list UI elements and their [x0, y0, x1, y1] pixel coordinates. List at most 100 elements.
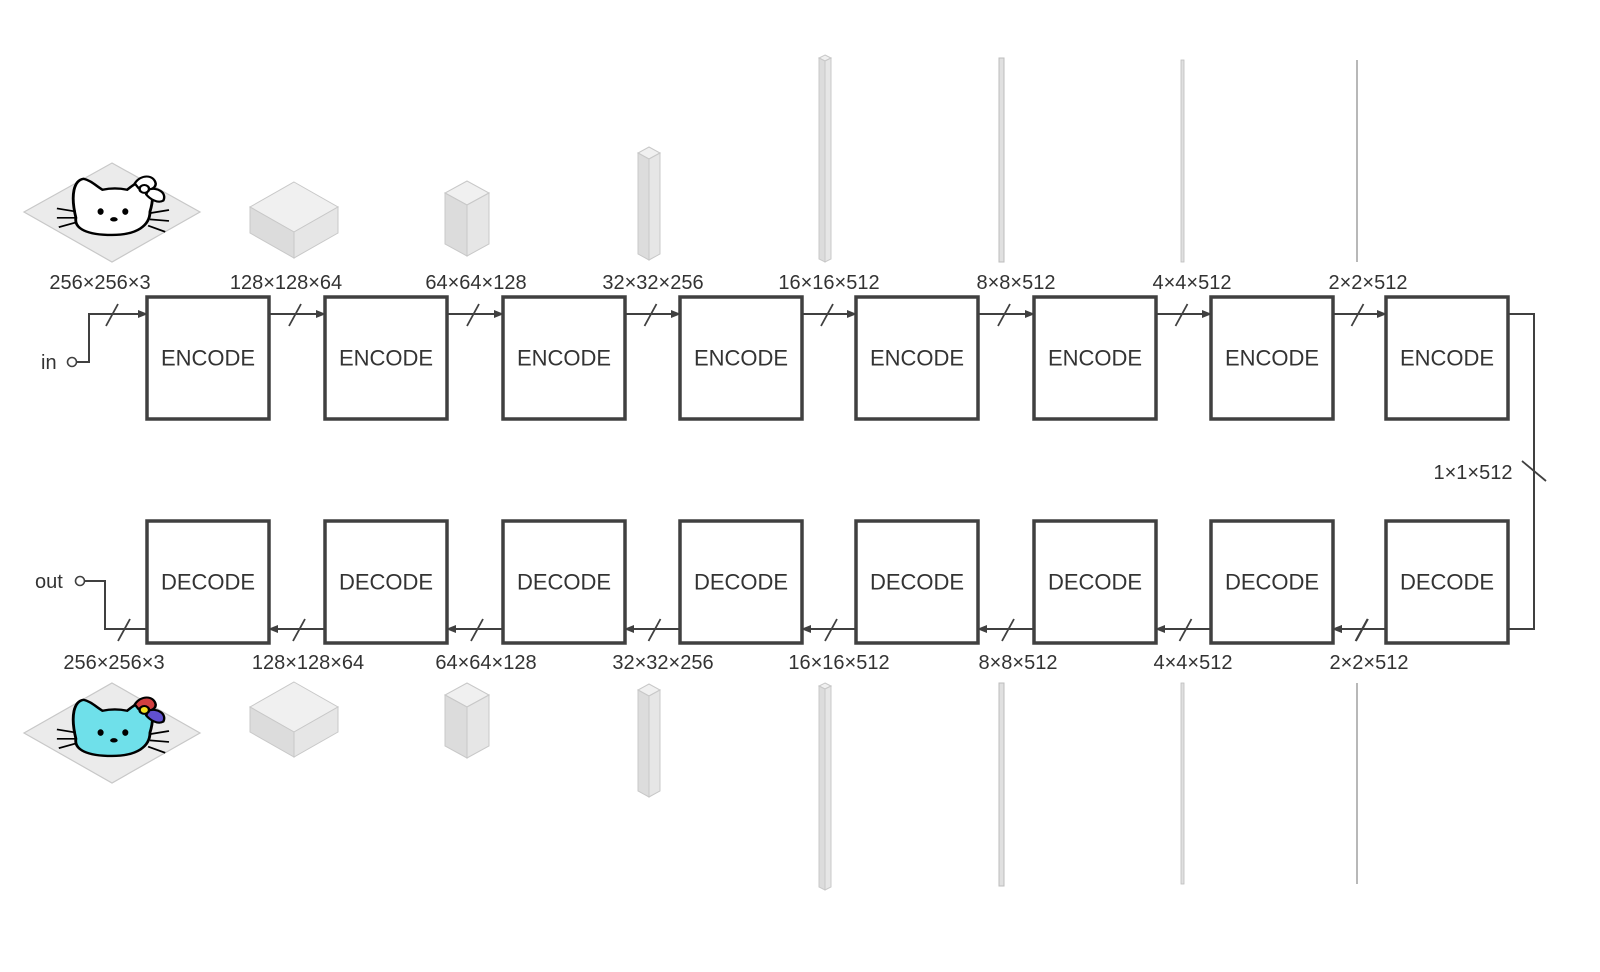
tensor-bottom-4 [817, 682, 833, 891]
decoder-tick [824, 618, 838, 642]
decode-box [854, 519, 980, 645]
encode-box [145, 295, 271, 421]
encode-label: ENCODE [517, 346, 611, 371]
bottleneck-wire [1509, 313, 1535, 630]
decode-label: DECODE [517, 570, 611, 595]
encode-box [1384, 295, 1510, 421]
encode-box [678, 295, 804, 421]
encode-block: ENCODE 64×64×128 [425, 272, 627, 421]
decoder-tick [292, 618, 306, 642]
decoder-row: DECODE 256×256×3 DECODE 128×128×64 DECODE 64×… [63, 519, 1510, 674]
encoder-input-dims: 128×128×64 [230, 272, 342, 294]
tensor-bottom-5 [998, 682, 1005, 887]
decoder-output-dims: 32×32×256 [612, 652, 713, 674]
encode-block: ENCODE 32×32×256 [602, 272, 804, 421]
tensor-top-2 [443, 180, 491, 257]
tensor-bottom-1 [248, 681, 340, 758]
decode-box [1209, 519, 1335, 645]
decoder-output-dims: 2×2×512 [1330, 652, 1409, 674]
encode-label: ENCODE [1225, 346, 1319, 371]
decode-block: DECODE 64×64×128 [435, 519, 680, 674]
decoder-tick [1355, 618, 1369, 642]
encode-label: ENCODE [870, 346, 964, 371]
bottleneck-dims: 1×1×512 [1434, 462, 1513, 484]
encode-label: ENCODE [694, 346, 788, 371]
decoder-output-dims: 128×128×64 [252, 652, 364, 674]
input-label: in [41, 352, 57, 374]
encode-box [1032, 295, 1158, 421]
encoder-tick [105, 303, 119, 327]
decode-box [323, 519, 449, 645]
decoder-output-dims: 64×64×128 [435, 652, 536, 674]
decode-label: DECODE [1048, 570, 1142, 595]
decoder-output-dims: 4×4×512 [1154, 652, 1233, 674]
output-terminal [74, 575, 86, 587]
encoder-tick [820, 303, 834, 327]
input-terminal [66, 356, 78, 368]
decode-block: DECODE 4×4×512 [1154, 519, 1386, 674]
decode-label: DECODE [161, 570, 255, 595]
decode-block: DECODE 8×8×512 [979, 519, 1211, 674]
decode-label: DECODE [1225, 570, 1319, 595]
bottleneck-tick [1521, 460, 1547, 482]
encoder-tick [288, 303, 302, 327]
encoder-input-dims: 64×64×128 [425, 272, 526, 294]
decode-block: DECODE 32×32×256 [612, 519, 856, 674]
encoder-tick [997, 303, 1011, 327]
decode-box [678, 519, 804, 645]
tensor-top-1 [248, 181, 340, 259]
decode-box [1032, 519, 1158, 645]
tensor-bottom-3 [636, 683, 662, 798]
tensor-bottom-6 [1180, 682, 1185, 885]
encode-box [501, 295, 627, 421]
encoder-tick [1174, 303, 1189, 327]
encoder-row: ENCODE256×256×3ENCODE128×128×64ENCODE64×… [49, 272, 1510, 421]
decode-box [1384, 519, 1510, 645]
encode-box [323, 295, 449, 421]
decoder-tick [647, 618, 662, 642]
decode-label: DECODE [339, 570, 433, 595]
decode-box [501, 519, 627, 645]
encode-block: ENCODE 4×4×512 [1153, 272, 1335, 421]
encoder-input-dims: 16×16×512 [778, 272, 879, 294]
encode-label: ENCODE [339, 346, 433, 371]
encoder-input-dims: 256×256×3 [49, 272, 150, 294]
decoder-tick [1001, 618, 1015, 642]
output-image [22, 682, 202, 784]
encode-block: ENCODE 16×16×512 [778, 272, 980, 421]
decoder-output-dims: 256×256×3 [63, 652, 164, 674]
decoder-tick [470, 618, 484, 642]
decode-block: DECODE 2×2×512 [1330, 519, 1510, 674]
encoder-input-dims: 4×4×512 [1153, 272, 1232, 294]
encode-label: ENCODE [1048, 346, 1142, 371]
decoder-tick [117, 618, 131, 642]
decoder-tick [1178, 618, 1193, 642]
tensor-top-4 [817, 54, 833, 263]
decoder-output-dims: 16×16×512 [788, 652, 889, 674]
output-label: out [35, 571, 63, 593]
decode-label: DECODE [870, 570, 964, 595]
tensor-bottom-2 [443, 682, 491, 759]
decoder-output-dims: 8×8×512 [979, 652, 1058, 674]
encoder-input-dims: 2×2×512 [1329, 272, 1408, 294]
input-image [22, 162, 202, 263]
input-wire [77, 310, 148, 363]
encoder-tick [466, 303, 480, 327]
tensor-top-6 [1180, 59, 1185, 263]
decode-label: DECODE [1400, 570, 1494, 595]
encode-box [854, 295, 980, 421]
encoder-tick [1350, 303, 1365, 327]
decode-label: DECODE [694, 570, 788, 595]
decode-block: DECODE 16×16×512 [788, 519, 1034, 674]
output-wire [85, 580, 147, 630]
decode-block: DECODE 128×128×64 [252, 519, 503, 674]
tensor-top-5 [998, 57, 1005, 263]
encoder-input-dims: 32×32×256 [602, 272, 703, 294]
encode-box [1209, 295, 1335, 421]
encode-block: ENCODE 128×128×64 [230, 272, 449, 421]
encoder-tick [643, 303, 658, 327]
